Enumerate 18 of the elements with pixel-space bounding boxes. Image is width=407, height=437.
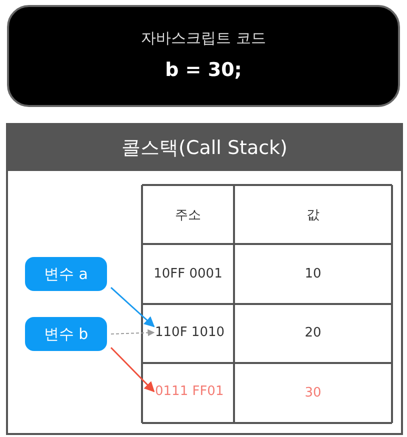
value-text: 30 [304, 386, 322, 400]
arrow [110, 347, 155, 392]
column-header: 주소 [175, 207, 201, 224]
address-text: 10FF 0001 [154, 266, 222, 282]
arrow [110, 329, 155, 336]
value-text: 20 [304, 326, 322, 340]
variable-tag: 변수 b [25, 317, 107, 351]
call-stack-panel [6, 123, 403, 435]
address-text: 110F 1010 [155, 325, 225, 340]
box-heading: 자바스크립트 코드 [140, 29, 267, 48]
address-text: 0111 FF01 [155, 384, 224, 399]
arrow [110, 287, 155, 328]
column-header: 값 [306, 207, 320, 224]
code-box [7, 5, 400, 107]
code-line: b = 30; [164, 59, 243, 81]
value-text: 10 [304, 266, 322, 282]
variable-tag: 변수 a [25, 257, 107, 291]
panel-title: 콜스택(Call Stack) [8, 125, 401, 171]
